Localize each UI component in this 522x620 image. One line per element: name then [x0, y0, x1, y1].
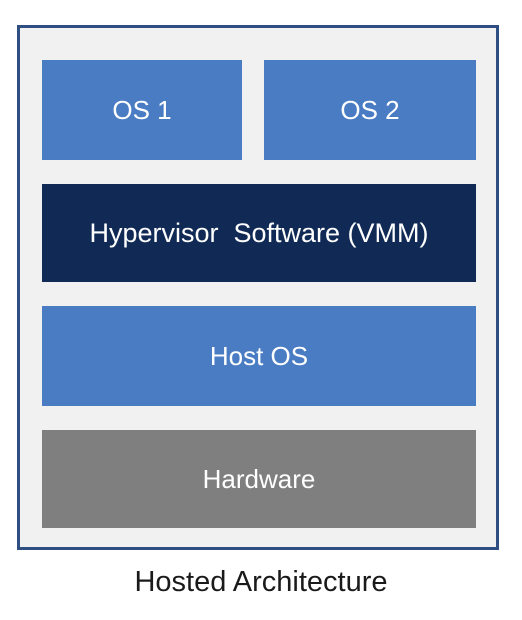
os2-label: OS 2 [340, 94, 400, 125]
hardware-block: Hardware [42, 430, 476, 528]
hypervisor-label: Hypervisor Software (VMM) [89, 217, 429, 248]
diagram-caption: Hosted Architecture [134, 566, 388, 598]
hardware-label: Hardware [202, 463, 316, 494]
os1-block: OS 1 [42, 60, 242, 160]
hypervisor-block: Hypervisor Software (VMM) [42, 184, 476, 282]
os2-block: OS 2 [264, 60, 476, 160]
os1-label: OS 1 [112, 94, 172, 125]
host-os-label: Host OS [209, 340, 309, 371]
host-os-block: Host OS [42, 306, 476, 406]
